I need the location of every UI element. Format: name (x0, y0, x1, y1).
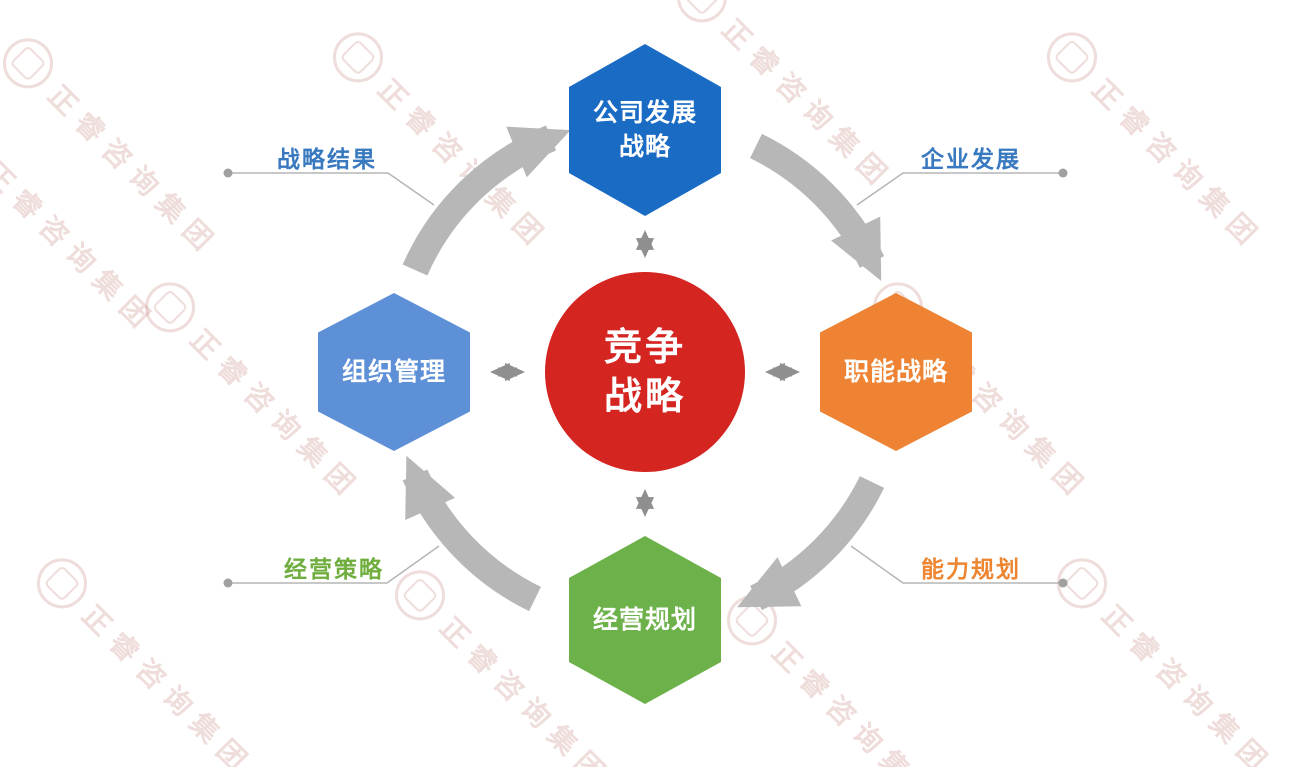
watermark: 正睿咨询集团 (0, 105, 170, 345)
watermark-text: 正睿咨询集团 (765, 635, 951, 767)
arc-arrow-top-right (749, 133, 885, 281)
arc-arrow-bottom-left (402, 455, 542, 612)
watermark-logo-icon (322, 22, 394, 93)
node-label: 职能战略 (843, 357, 948, 387)
node-company-development-strategy: 公司发展 战略 (569, 44, 721, 216)
node-label: 组织管理 (341, 357, 446, 387)
watermark-logo-icon (134, 272, 206, 343)
callout-dot-bottom-right (1058, 578, 1068, 588)
node-business-planning: 经营规划 (569, 536, 721, 704)
callout-dot-top-left (223, 168, 233, 178)
callout-business-strategy: 经营策略 (284, 557, 384, 583)
watermark-logo-icon (0, 28, 64, 99)
watermark-text: 正睿咨询集团 (75, 598, 261, 767)
callout-enterprise-development: 企业发展 (921, 147, 1021, 173)
watermark: 正睿咨询集团 (1036, 22, 1277, 262)
callout-line-top-right (856, 172, 1063, 206)
node-label: 经营规划 (592, 605, 697, 635)
node-label-line1: 公司发展 (592, 98, 697, 128)
callout-strategy-result: 战略结果 (277, 147, 377, 173)
center-label-line2: 战略 (603, 374, 686, 418)
watermark: 正睿咨询集团 (26, 548, 267, 767)
node-label-line2: 战略 (618, 132, 671, 161)
callout-capability-planning: 能力规划 (921, 557, 1021, 583)
watermark-text: 正睿咨询集团 (1095, 598, 1281, 767)
watermark-logo-icon (1036, 22, 1108, 93)
watermark-text: 正睿咨询集团 (715, 12, 901, 198)
watermark-logo-icon (666, 0, 738, 33)
arc-arrow-top-left (402, 125, 571, 276)
callout-line-top-left (228, 172, 435, 206)
watermark: 正睿咨询集团 (1046, 548, 1287, 767)
center-label-line1: 竞争 (603, 324, 686, 369)
callout-dot-bottom-left (223, 578, 233, 588)
watermark-logo-icon (716, 585, 788, 656)
watermark-text: 正睿咨询集团 (0, 155, 164, 341)
watermark-logo-icon (26, 548, 98, 619)
arc-arrow-bottom-right (737, 475, 885, 611)
callout-dot-top-right (1058, 168, 1068, 178)
node-competitive-strategy: 竞争 战略 (545, 272, 745, 472)
watermark: 正睿咨询集团 (716, 585, 957, 767)
node-functional-strategy: 职能战略 (820, 293, 972, 451)
node-organization-management: 组织管理 (318, 293, 470, 451)
watermark-text: 正睿咨询集团 (1085, 72, 1271, 258)
watermark-logo-icon (1046, 548, 1118, 619)
watermark-text: 正睿咨询集团 (41, 78, 227, 264)
watermark: 正睿咨询集团 (0, 28, 233, 268)
